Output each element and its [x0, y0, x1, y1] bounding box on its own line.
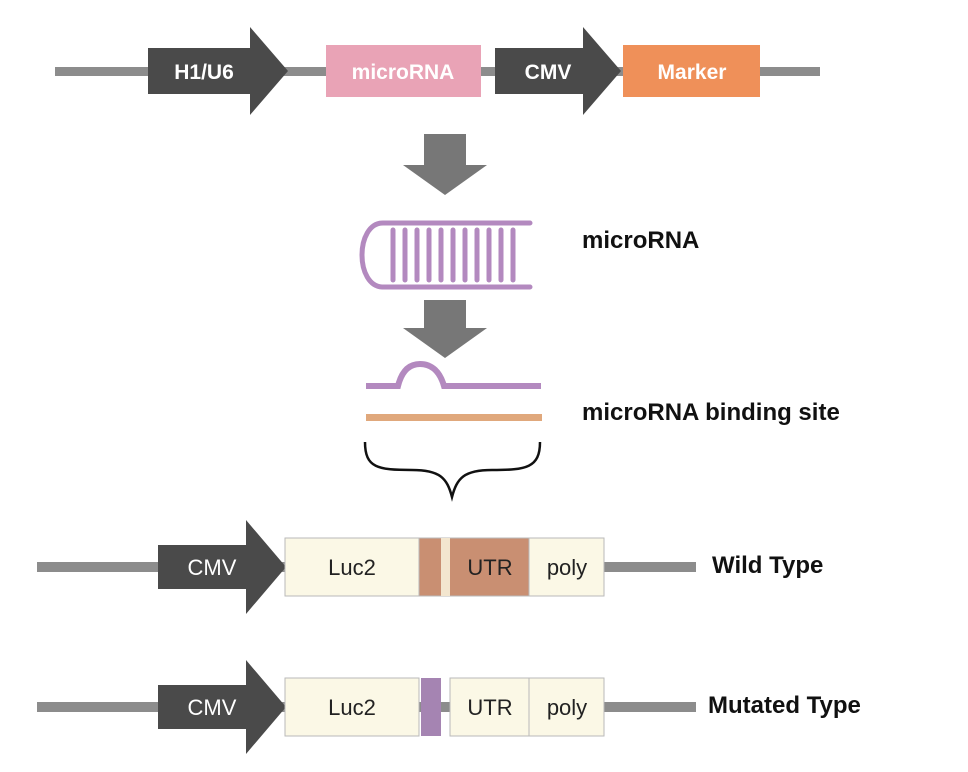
top-construct: H1/U6 microRNA CMV Marker — [55, 27, 820, 115]
luc2-wild-label: Luc2 — [328, 555, 376, 580]
wild-type-construct: CMV Luc2 UTR poly Wild Type — [37, 520, 823, 614]
poly-box-mutated — [528, 677, 605, 737]
h1-u6-label: H1/U6 — [174, 61, 234, 84]
microrna-insert-box — [326, 45, 481, 97]
cmv-mutated-label: CMV — [188, 695, 237, 720]
flow-arrow-1 — [403, 134, 487, 195]
hairpin-label: microRNA — [582, 227, 699, 254]
marker-box — [623, 45, 760, 97]
mutated-type-label: Mutated Type — [708, 692, 861, 719]
luc2-box-mutated — [284, 677, 420, 737]
mutated-site-marker — [421, 678, 441, 736]
microrna-insert-label: microRNA — [352, 61, 455, 84]
utr-box-wild — [418, 537, 530, 597]
binding-brace — [363, 441, 542, 502]
cmv-top-label: CMV — [525, 61, 572, 84]
utr-box-mutated — [449, 677, 530, 737]
poly-box-wild — [528, 537, 605, 597]
binding-site-label: microRNA binding site — [582, 399, 840, 426]
luc2-box-wild — [284, 537, 420, 597]
marker-label: Marker — [658, 61, 727, 84]
cmv-promoter-arrow-wild — [158, 520, 286, 614]
utr-wild-label: UTR — [467, 555, 512, 580]
microrna-hairpin — [359, 220, 533, 290]
flow-arrow-2 — [403, 300, 487, 358]
poly-mutated-label: poly — [547, 695, 587, 720]
wild-type-label: Wild Type — [712, 552, 823, 579]
utr-mutated-label: UTR — [467, 695, 512, 720]
mutated-type-construct: CMV Luc2 UTR poly Mutated Type — [37, 660, 861, 754]
hairpin-loop — [359, 220, 533, 290]
hairpin-stem-pairs — [390, 227, 516, 283]
poly-wild-label: poly — [547, 555, 587, 580]
target-strand — [366, 414, 542, 421]
binding-site-illustration — [363, 360, 542, 502]
cmv-wild-label: CMV — [188, 555, 237, 580]
binding-site-wild-marker — [441, 538, 450, 596]
h1-u6-promoter-arrow — [148, 27, 288, 115]
luc2-mutated-label: Luc2 — [328, 695, 376, 720]
microrna-strand — [366, 360, 541, 389]
cmv-promoter-arrow-mutated — [158, 660, 286, 754]
cmv-promoter-arrow-top — [495, 27, 621, 115]
